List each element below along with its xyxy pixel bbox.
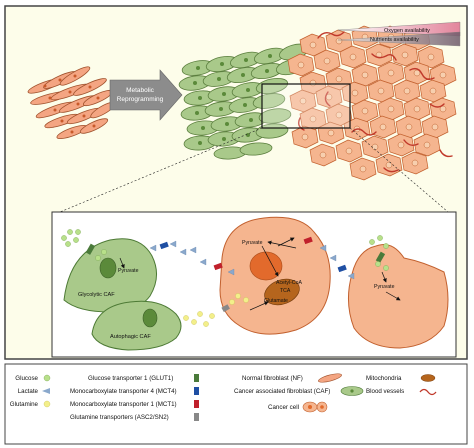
- legend-cancer-label: Cancer cell: [268, 404, 299, 411]
- legend-mct1-label: Monocarboxylate transporter 1 (MCT1): [70, 401, 177, 408]
- legend-vessels-label: Blood vessels: [366, 388, 404, 395]
- glutamate-label: Glutamate: [264, 298, 288, 304]
- pyruvate-left-label: Pyruvate: [118, 268, 139, 274]
- legend-mito-swatch: [420, 374, 436, 382]
- legend-nf-label: Normal fibroblast (NF): [242, 375, 303, 382]
- legend-mito-label: Mitochondria: [366, 375, 402, 382]
- inset-glucose-dots: [61, 229, 389, 271]
- legend-mct1-swatch: [194, 400, 199, 408]
- metabolic-reprogramming-arrow: Metabolic Reprogramming: [109, 69, 183, 121]
- autophagic-caf: Autophagic CAF: [91, 300, 182, 351]
- legend-glutamine-swatch: [43, 400, 51, 408]
- legend-glut1-label: Glucose transporter 1 (GLUT1): [88, 375, 173, 382]
- central-cancer-cell: Pyruvate Acetyl-CoA TCA Glutamate: [219, 216, 331, 335]
- nutrients-availability-label: Nutrients availability: [370, 37, 419, 43]
- legend-glut1-swatch: [194, 374, 199, 382]
- legend-caf-label: Cancer associated fibroblast (CAF): [234, 388, 330, 395]
- tca-label: TCA: [280, 288, 291, 294]
- legend-asc2-label: Glutamine transporters (ASC2/SN2): [70, 414, 169, 421]
- blood-vessels: [297, 31, 453, 173]
- legend-asc2-swatch: [194, 413, 199, 421]
- legend-mct4-swatch: [194, 387, 199, 395]
- inset-glutamine-dots: [183, 293, 249, 327]
- legend-mct4-label: Monocarboxylate transporter 4 (MCT4): [70, 388, 177, 395]
- arrow-label-line2: Reprogramming: [117, 96, 164, 103]
- pyruvate-right-label: Pyruvate: [374, 284, 395, 290]
- legend-vessels-swatch: [419, 388, 437, 396]
- right-cancer-cell: Pyruvate: [348, 244, 449, 349]
- legend-box: [4, 363, 468, 445]
- availability-gradients: Oxygen availability Nutrients availabili…: [337, 21, 461, 47]
- legend-glutamine-label: Glutamine: [10, 401, 39, 408]
- legend-nf-swatch: [318, 373, 342, 383]
- legend-glucose-swatch: [43, 374, 51, 382]
- pyruvate-center-label: Pyruvate: [242, 240, 263, 246]
- legend-lactate-label: Lactate: [18, 388, 39, 395]
- acetyl-coa-label: Acetyl-CoA: [276, 280, 302, 286]
- legend-lactate-swatch: [42, 388, 50, 394]
- inset-transporters: [85, 236, 386, 313]
- zoom-box: [261, 83, 351, 129]
- inset-lactate-arrows: [149, 240, 355, 280]
- arrow-label-line1: Metabolic: [126, 87, 155, 94]
- oxygen-availability-label: Oxygen availability: [384, 28, 430, 34]
- autophagic-caf-label: Autophagic CAF: [110, 334, 151, 340]
- glycolytic-caf-label: Glycolytic CAF: [78, 292, 115, 298]
- legend-glucose-label: Glucose: [15, 375, 38, 382]
